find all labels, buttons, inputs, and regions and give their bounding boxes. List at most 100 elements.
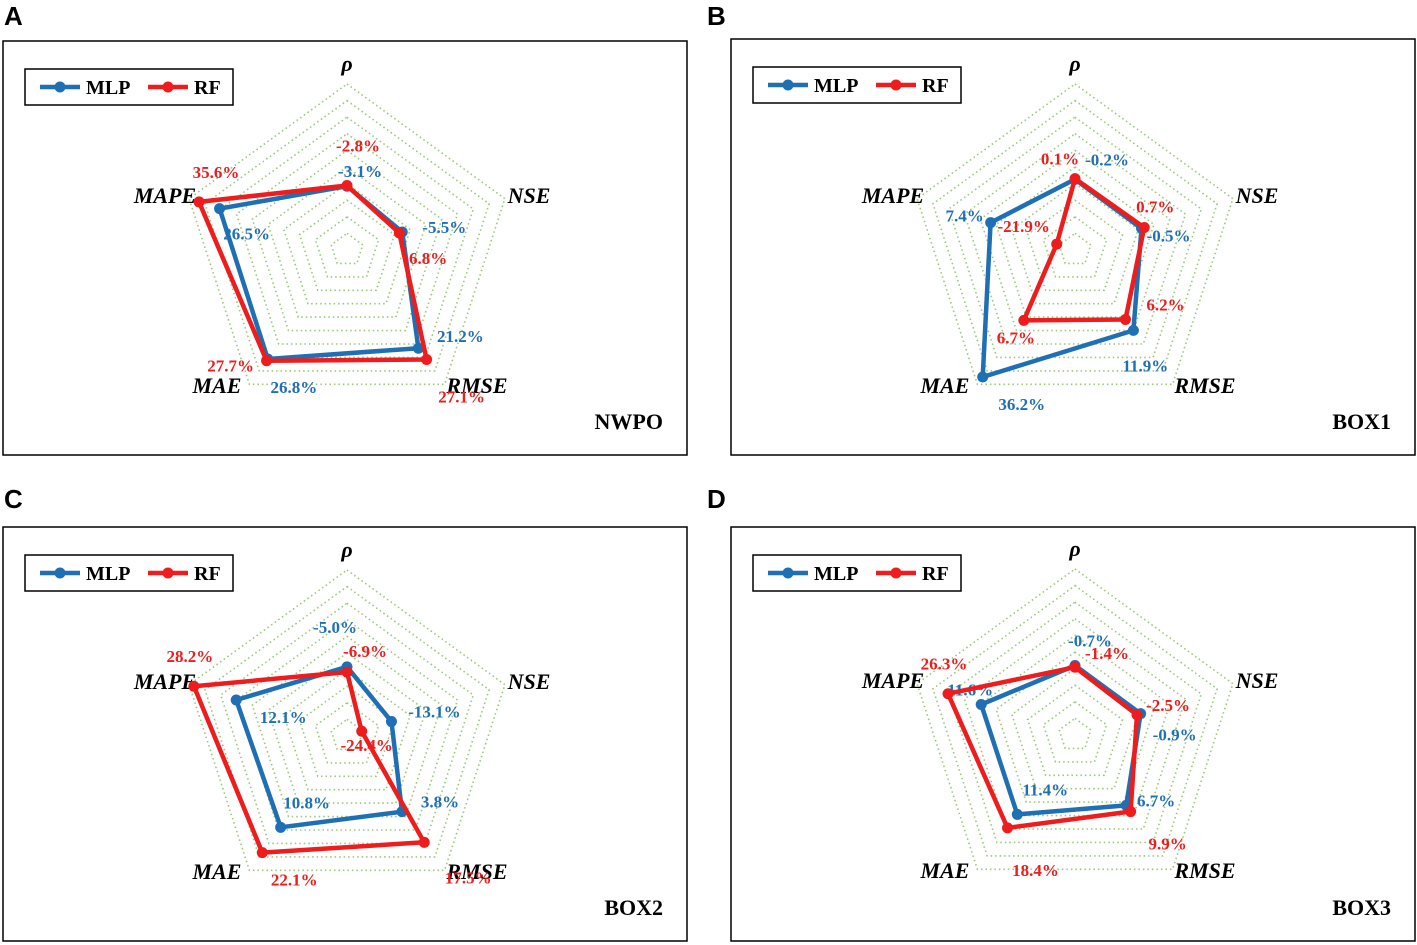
grid-ring <box>1058 717 1092 750</box>
data-label-mlp: 26.5% <box>223 225 270 244</box>
data-label-rf: 0.7% <box>1136 198 1174 217</box>
axis-label: NSE <box>507 669 551 694</box>
data-label-mlp: 11.9% <box>1122 356 1168 375</box>
data-label-rf: 18.4% <box>1012 861 1059 880</box>
data-label-mlp: 7.4% <box>946 207 984 226</box>
data-label-rf: -24.4% <box>341 736 393 755</box>
axis-label: NSE <box>1235 668 1279 693</box>
data-label-rf: -6.8% <box>403 249 447 268</box>
data-point-rf <box>261 355 273 367</box>
axis-label: MAPE <box>133 669 196 694</box>
data-label-rf: 6.2% <box>1146 295 1184 314</box>
legend-label-mlp: MLP <box>86 563 130 585</box>
panel-name: BOX2 <box>604 895 663 920</box>
data-label-rf: 27.7% <box>207 357 254 376</box>
data-label-rf: 28.2% <box>166 647 213 666</box>
legend-marker-rf <box>890 567 902 579</box>
data-point-rf <box>1069 173 1081 185</box>
axis-label: ρ <box>1068 536 1080 561</box>
data-point-mlp <box>230 694 242 706</box>
data-label-rf: 6.7% <box>997 328 1035 347</box>
data-point-mlp <box>977 371 989 383</box>
data-point-rf <box>188 680 200 692</box>
data-label-mlp: -3.1% <box>338 162 382 181</box>
axis-label: RMSE <box>445 859 507 884</box>
data-point-rf <box>1131 709 1143 721</box>
axis-label: MAPE <box>861 668 924 693</box>
grid-ring <box>1026 199 1124 292</box>
legend-marker-mlp <box>54 567 66 579</box>
data-point-rf <box>942 688 954 700</box>
grid-ring <box>267 166 427 318</box>
legend-marker-mlp <box>782 567 794 579</box>
grid-ring <box>979 149 1171 332</box>
data-point-rf <box>1018 314 1030 326</box>
data-label-mlp: 11.4% <box>1022 780 1068 799</box>
legend-label-rf: RF <box>194 563 221 585</box>
data-point-rf <box>1069 661 1081 673</box>
grid-ring <box>963 617 1187 830</box>
axis-label: RMSE <box>445 373 507 398</box>
data-point-rf <box>1138 222 1150 234</box>
data-label-rf: -21.9% <box>998 217 1050 236</box>
data-point-mlp <box>1127 324 1139 336</box>
data-label-rf: -6.9% <box>343 642 387 661</box>
axis-label: MAE <box>192 373 242 398</box>
data-label-mlp: 12.1% <box>260 708 307 727</box>
axis-label: MAPE <box>861 183 924 208</box>
data-point-mlp <box>1011 808 1023 820</box>
grid-ring <box>314 701 380 764</box>
data-label-mlp: -0.7% <box>1068 632 1112 651</box>
series-line-rf <box>191 669 427 855</box>
grid-ring <box>995 651 1155 803</box>
grid-ring <box>330 232 364 265</box>
data-label-rf: 26.3% <box>921 655 968 674</box>
data-point-rf <box>356 725 368 737</box>
legend-label-rf: RF <box>922 563 949 585</box>
legend-marker-rf <box>162 567 174 579</box>
data-label-rf: 9.9% <box>1148 835 1186 854</box>
panel-letter: D <box>707 484 726 514</box>
panel-letter: A <box>4 1 23 31</box>
series-line-mlp <box>233 664 405 830</box>
grid-ring <box>916 83 1234 386</box>
panel-name: BOX1 <box>1332 409 1391 434</box>
grid-ring <box>235 618 459 831</box>
legend-marker-rf <box>890 79 902 91</box>
panel-frame <box>730 38 1416 456</box>
data-label-rf: -2.5% <box>1146 696 1190 715</box>
grid-ring <box>1026 684 1124 777</box>
grid-ring <box>916 568 1234 871</box>
grid-ring <box>298 199 396 292</box>
data-label-mlp: -5.0% <box>313 618 357 637</box>
legend-label-mlp: MLP <box>814 75 858 97</box>
grid-ring <box>188 83 506 386</box>
data-point-mlp <box>985 217 997 229</box>
panel-name: NWPO <box>595 409 663 434</box>
data-point-mlp <box>275 821 287 833</box>
data-point-rf <box>1002 822 1014 834</box>
grid-ring <box>1010 667 1140 790</box>
grid-ring <box>979 634 1171 817</box>
axis-label: ρ <box>1068 51 1080 76</box>
legend-marker-mlp <box>782 79 794 91</box>
data-label-mlp: -0.5% <box>1147 226 1191 245</box>
data-point-rf <box>1051 238 1063 250</box>
data-label-rf: -2.8% <box>336 136 380 155</box>
grid-ring <box>963 132 1187 345</box>
data-point-mlp <box>412 342 424 354</box>
data-point-rf <box>418 836 430 848</box>
data-point-rf <box>421 354 433 366</box>
legend-label-mlp: MLP <box>86 77 130 99</box>
data-label-rf: 17.5% <box>445 868 492 887</box>
panel-frame <box>2 526 688 942</box>
grid-ring <box>1042 700 1108 763</box>
axis-label: MAPE <box>133 183 196 208</box>
axis-label: MAE <box>920 858 970 883</box>
series-line-mlp <box>978 663 1143 817</box>
legend-label-rf: RF <box>194 77 221 99</box>
axis-label: RMSE <box>1173 373 1235 398</box>
data-label-rf: 35.6% <box>193 163 240 182</box>
panel-frame <box>730 526 1416 942</box>
axis-label: MAE <box>920 373 970 398</box>
